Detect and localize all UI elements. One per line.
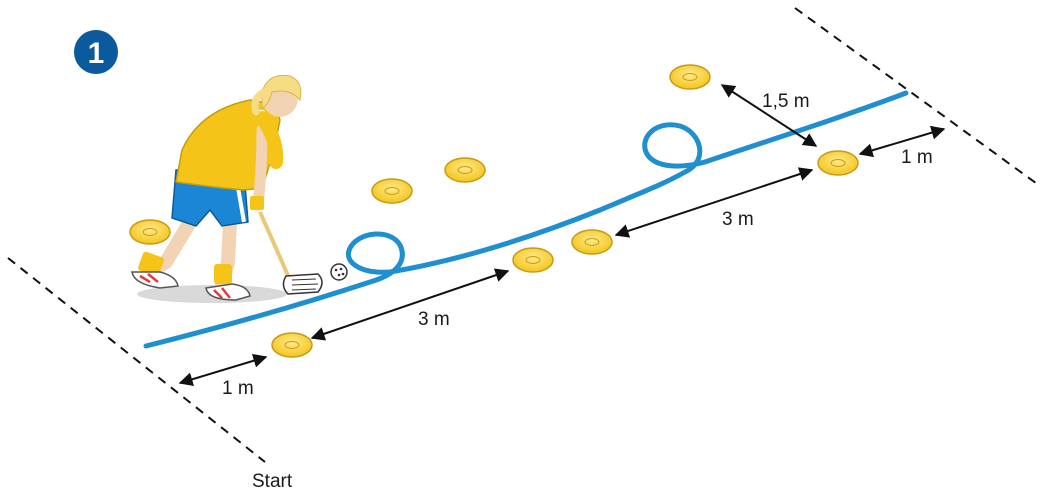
start-boundary-line [7, 257, 266, 463]
distance-label: 1,5 m [762, 91, 810, 112]
arrow-icon [614, 167, 814, 238]
distance-label: 3 m [722, 209, 754, 230]
cone-icon [512, 247, 554, 273]
end-boundary-line [794, 7, 1041, 187]
cone-icon [817, 150, 859, 176]
cone-icon [571, 229, 613, 255]
cone-icon [371, 178, 413, 204]
floorball-stick [258, 211, 323, 295]
distance-label: 3 m [418, 309, 450, 330]
arrow-icon [310, 268, 510, 341]
arrow-icon [720, 84, 818, 147]
cone-icon [129, 219, 171, 245]
cone-icon [669, 64, 711, 90]
step-badge: 1 [74, 30, 118, 74]
start-label: Start [252, 471, 293, 492]
floorball-player [131, 74, 302, 301]
arrow-icon [178, 353, 268, 387]
arrow-icon [858, 125, 946, 158]
svg-text:1: 1 [88, 37, 105, 70]
cone-icon [271, 332, 313, 358]
cone-icon [444, 157, 486, 183]
distance-label: 1 m [901, 147, 933, 168]
distance-label: 1 m [222, 378, 254, 399]
ball-icon [330, 263, 348, 281]
